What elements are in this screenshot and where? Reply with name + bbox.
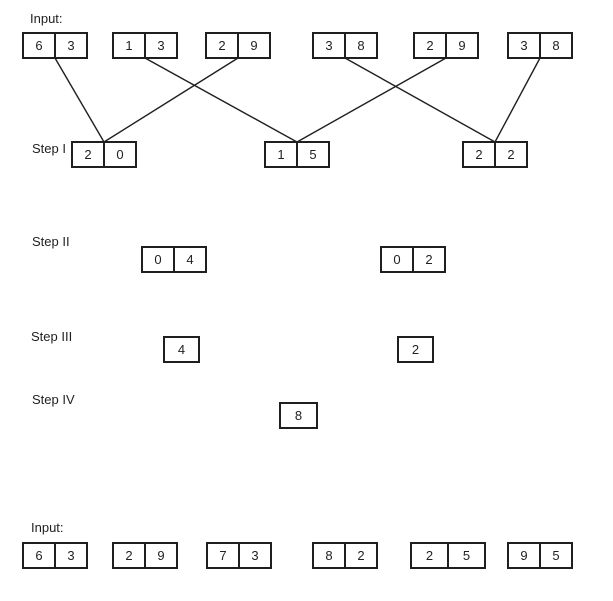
- step-2-label: Step II: [32, 234, 70, 249]
- input-top-label: Input:: [30, 11, 63, 26]
- cell-value: 5: [552, 548, 560, 563]
- cell-value: 8: [552, 38, 560, 53]
- step1-box-1: 2 0: [71, 141, 137, 168]
- connection-line-input3-step1a: [103, 57, 239, 143]
- step3-box-1: 4: [163, 336, 200, 363]
- input-top-box-6: 3 8: [507, 32, 573, 59]
- step3-box-2: 2: [397, 336, 434, 363]
- input-bottom-box-2: 2 9: [112, 542, 178, 569]
- cell-value: 8: [357, 38, 365, 53]
- cell-value: 2: [73, 143, 105, 166]
- cell-value: 3: [314, 34, 346, 57]
- cell-value: 8: [294, 408, 303, 423]
- cell-value: 2: [411, 342, 420, 357]
- cell-value: 2: [507, 147, 515, 162]
- connection-line-input5-step1b: [296, 57, 447, 143]
- cell-value: 1: [266, 143, 298, 166]
- step2-box-2: 0 2: [380, 246, 446, 273]
- cell-value: 0: [143, 248, 175, 271]
- input-top-box-1: 6 3: [22, 32, 88, 59]
- cell-value: 4: [177, 342, 186, 357]
- cell-value: 5: [462, 548, 471, 563]
- cell-value: 3: [67, 38, 75, 53]
- connection-line-input1-step1a: [54, 57, 105, 143]
- cell-value: 6: [24, 544, 56, 567]
- cell-value: 2: [412, 544, 449, 567]
- step1-box-3: 2 2: [462, 141, 528, 168]
- cell-value: 2: [415, 34, 447, 57]
- step2-box-1: 0 4: [141, 246, 207, 273]
- input-top-box-5: 2 9: [413, 32, 479, 59]
- cell-value: 2: [207, 34, 239, 57]
- cell-value: 9: [250, 38, 258, 53]
- input-top-box-3: 2 9: [205, 32, 271, 59]
- cell-value: 0: [382, 248, 414, 271]
- cell-value: 9: [458, 38, 466, 53]
- step4-box-1: 8: [279, 402, 318, 429]
- input-bottom-box-5: 2 5: [410, 542, 486, 569]
- input-bottom-box-3: 7 3: [206, 542, 272, 569]
- input-bottom-label: Input:: [31, 520, 64, 535]
- cell-value: 4: [186, 252, 194, 267]
- input-top-box-4: 3 8: [312, 32, 378, 59]
- connection-line-input2-step1b: [144, 57, 298, 143]
- cell-value: 3: [251, 548, 259, 563]
- cell-value: 5: [309, 147, 317, 162]
- input-top-box-2: 1 3: [112, 32, 178, 59]
- cell-value: 3: [157, 38, 165, 53]
- step1-box-2: 1 5: [264, 141, 330, 168]
- cell-value: 2: [357, 548, 365, 563]
- input-bottom-box-1: 6 3: [22, 542, 88, 569]
- cell-value: 2: [425, 252, 433, 267]
- cell-value: 9: [509, 544, 541, 567]
- step-3-label: Step III: [31, 329, 73, 344]
- cell-value: 3: [509, 34, 541, 57]
- cell-value: 7: [208, 544, 240, 567]
- cell-value: 2: [464, 143, 496, 166]
- cell-value: 1: [114, 34, 146, 57]
- cell-value: 2: [114, 544, 146, 567]
- cell-value: 8: [314, 544, 346, 567]
- connection-line-input6-step1c: [494, 57, 541, 143]
- cell-value: 6: [24, 34, 56, 57]
- input-bottom-box-6: 9 5: [507, 542, 573, 569]
- cell-value: 3: [67, 548, 75, 563]
- cell-value: 0: [116, 147, 124, 162]
- input-bottom-box-4: 8 2: [312, 542, 378, 569]
- step-1-label: Step I: [32, 141, 66, 156]
- cell-value: 9: [157, 548, 165, 563]
- step-4-label: Step IV: [32, 392, 75, 407]
- connection-line-input4-step1c: [344, 57, 496, 143]
